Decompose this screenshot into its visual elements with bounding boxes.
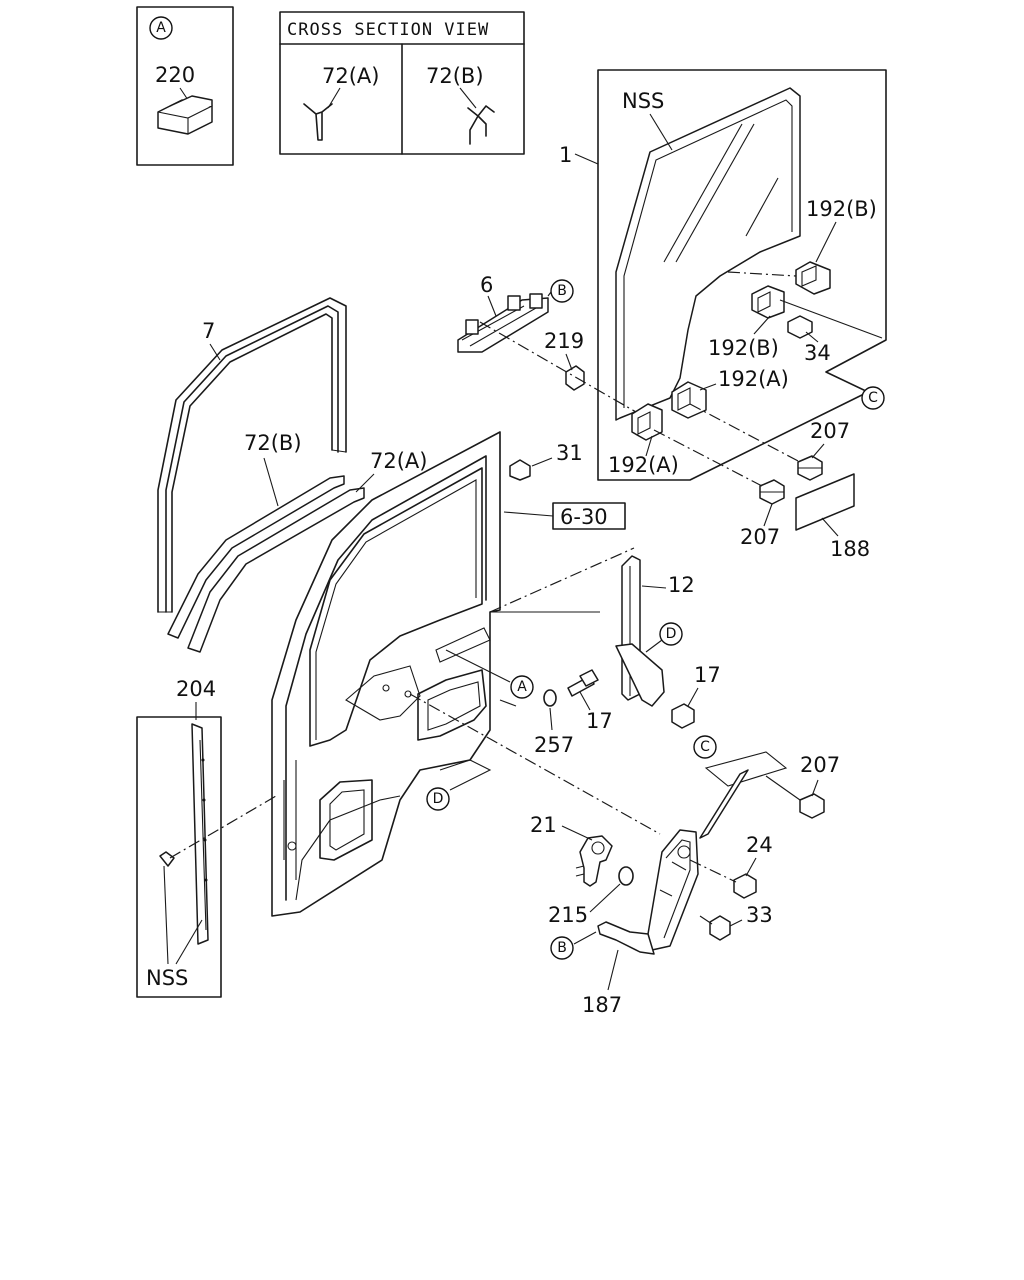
part-label-207-regulator: 207	[800, 753, 840, 777]
reference-label-6-30: 6-30	[560, 505, 608, 529]
part-label-215: 215	[548, 903, 588, 927]
ref-marker-d-door: D	[426, 787, 450, 811]
part-label-72a: 72(A)	[370, 449, 427, 473]
part-label-31: 31	[556, 441, 583, 465]
window-handle-21	[575, 835, 613, 887]
part-label-72b: 72(B)	[244, 431, 302, 455]
weatherstrip-7	[157, 297, 347, 613]
part-label-6: 6	[480, 273, 493, 297]
part-label-33: 33	[746, 903, 773, 927]
bolt-17-right	[671, 703, 695, 729]
weatherstrip-72a-profile	[303, 103, 333, 141]
part-label-7: 7	[202, 319, 215, 343]
ref-marker-b-top: B	[550, 279, 574, 303]
part-label-21: 21	[530, 813, 557, 837]
part-label-17-right: 17	[694, 663, 721, 687]
ref-marker-d-reg: D	[659, 622, 683, 646]
part-label-204: 204	[176, 677, 216, 701]
part-label-12: 12	[668, 573, 695, 597]
cross-section-panel: CROSS SECTION VIEW 72(A) 72(B)	[279, 11, 525, 155]
bolt-24	[733, 873, 757, 899]
ref-marker-a-inset: A	[149, 16, 173, 40]
part-label-72a-section: 72(A)	[322, 64, 379, 88]
label-plate-188	[795, 473, 855, 531]
part-label-34: 34	[804, 341, 831, 365]
bolt-207-regulator	[799, 793, 825, 819]
weatherstrip-72b	[167, 475, 345, 639]
ref-label-d-door: D	[433, 791, 444, 807]
guide-rail-12	[615, 555, 665, 707]
weatherstrip-72b-profile	[467, 105, 495, 145]
clip-31	[509, 459, 531, 481]
screw-33	[699, 915, 731, 941]
weatherstrip-72a	[187, 487, 365, 653]
part-label-219: 219	[544, 329, 584, 353]
reference-box-6-30: 6-30	[552, 502, 626, 530]
ref-marker-b-lower: B	[550, 936, 574, 960]
part-label-187: 187	[582, 993, 622, 1017]
clip-219	[565, 365, 585, 391]
ref-label-c-right: C	[868, 390, 878, 406]
part-label-257: 257	[534, 733, 574, 757]
glass-channel-192b-mid	[751, 285, 785, 319]
part-label-1: 1	[559, 143, 572, 167]
part-label-72b-section: 72(B)	[426, 64, 484, 88]
part-label-192b-mid: 192(B)	[708, 336, 779, 360]
ref-label-b-lower: B	[557, 940, 567, 956]
inset-a-panel: A 220	[136, 6, 234, 166]
part-label-192a-left: 192(A)	[608, 453, 679, 477]
ref-marker-a-door: A	[510, 675, 534, 699]
washer-215	[618, 866, 634, 886]
glass-channel-192a-left	[631, 403, 663, 441]
part-label-207-lower: 207	[740, 525, 780, 549]
bolt-207-lower	[759, 479, 785, 505]
ref-marker-c-lower: C	[693, 735, 717, 759]
glass-channel-192b-top	[795, 261, 831, 295]
part-label-192b-top: 192(B)	[806, 197, 877, 221]
nss-panel-204	[136, 716, 222, 998]
bolt-17-left	[567, 669, 599, 697]
glass-nss-label: NSS	[622, 89, 664, 113]
cross-section-title: CROSS SECTION VIEW	[287, 20, 489, 40]
panel-nss-label: NSS	[146, 966, 188, 990]
ref-label-a-door: A	[517, 679, 527, 695]
part-label-188: 188	[830, 537, 870, 561]
part-label-17-left: 17	[586, 709, 613, 733]
part-label-24: 24	[746, 833, 773, 857]
glass-group-box: 1	[559, 69, 887, 481]
bolt-207-upper	[797, 455, 823, 481]
glass-channel-192a-right	[671, 381, 707, 419]
regulator-plate-c	[704, 751, 788, 787]
part-label-192a-right: 192(A)	[718, 367, 789, 391]
ref-marker-c-right: C	[861, 386, 885, 410]
clip-220-icon	[157, 95, 213, 135]
ref-label-a-inset: A	[156, 20, 166, 36]
run-channel-6	[457, 293, 549, 353]
window-regulator-187	[597, 769, 749, 955]
part-label-207-upper: 207	[810, 419, 850, 443]
washer-257	[543, 689, 557, 707]
part-label-220: 220	[155, 63, 195, 87]
ref-label-c-lower: C	[700, 739, 710, 755]
ref-label-b-top: B	[557, 283, 567, 299]
ref-label-d-reg: D	[666, 626, 677, 642]
